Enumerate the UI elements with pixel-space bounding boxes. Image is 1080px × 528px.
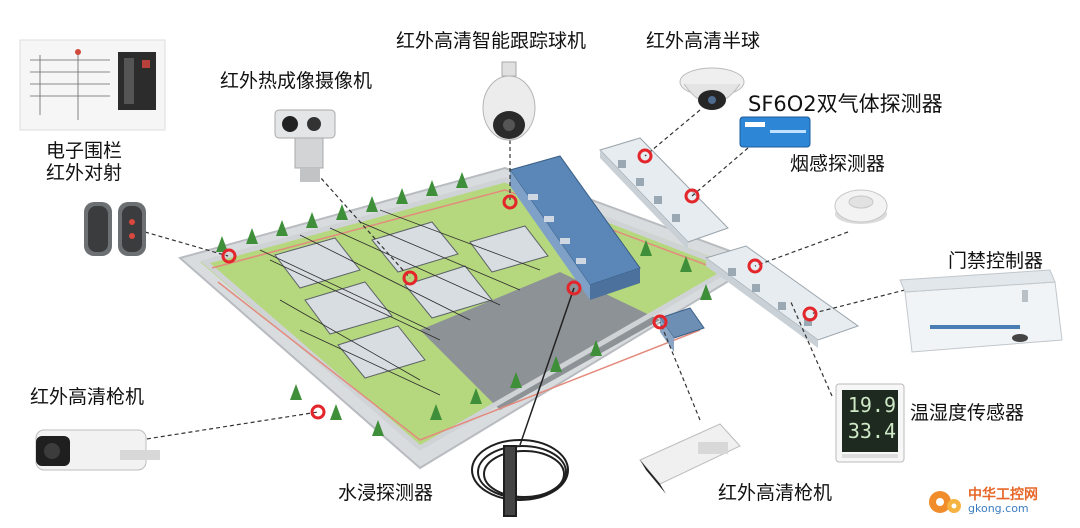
sensor-display: 19.9 33.4 — [846, 392, 896, 444]
label-access-controller: 门禁控制器 — [948, 250, 1044, 272]
marker-water — [566, 280, 582, 296]
smoke-detector-device — [834, 189, 888, 224]
dome-camera-device — [679, 67, 745, 110]
label-bullet-camera-right: 红外高清枪机 — [718, 482, 833, 504]
leader-lines — [139, 109, 906, 441]
road — [420, 272, 660, 410]
marker-fence — [221, 248, 237, 264]
label-dome-camera: 红外高清半球 — [646, 30, 761, 52]
marker-thermal — [402, 270, 418, 286]
control-building — [509, 155, 641, 300]
label-bullet-camera-left: 红外高清枪机 — [30, 386, 145, 408]
thermal-camera-device — [274, 109, 336, 182]
watermark: 中华工控网 gkong.com — [924, 484, 1064, 520]
sensor-temp-value: 19.9 — [847, 393, 896, 417]
gear-logo-icon — [929, 491, 961, 513]
ptz-camera-device — [482, 61, 536, 141]
bullet-camera-left-device — [35, 429, 160, 471]
marker-smoke — [684, 188, 700, 204]
watermark-title: 中华工控网 — [968, 487, 1038, 503]
label-water-detector: 水浸探测器 — [338, 482, 434, 504]
fence-schematic — [19, 39, 166, 131]
temp-humidity-device — [835, 383, 905, 463]
sf6-detector-device — [739, 116, 811, 148]
marker-access — [747, 258, 763, 274]
marker-bullet-right — [652, 314, 668, 330]
label-smoke-detector: 烟感探测器 — [790, 153, 886, 175]
switchyard — [274, 221, 549, 379]
power-lines — [259, 209, 541, 396]
label-fence: 电子围栏 红外对射 — [46, 140, 123, 184]
water-detector-device — [471, 439, 569, 517]
watermark-url: gkong.com — [968, 502, 1029, 515]
marker-dome — [637, 148, 653, 164]
marker-temp — [802, 306, 818, 322]
marker-bullet-left — [310, 404, 326, 420]
indoor-room-1 — [599, 137, 729, 250]
trees — [216, 172, 712, 436]
label-thermal-camera: 红外热成像摄像机 — [220, 70, 373, 92]
marker-ptz — [502, 194, 518, 210]
label-temp-humidity-sensor: 温湿度传感器 — [910, 402, 1025, 424]
indoor-room-2 — [704, 245, 860, 348]
label-sf6-detector: SF6O2双气体探测器 — [748, 92, 943, 116]
access-controller-device — [899, 269, 1063, 353]
label-ptz-camera: 红外高清智能跟踪球机 — [396, 30, 587, 52]
fence-red-line — [211, 189, 721, 271]
ir-beam-detector — [84, 202, 146, 256]
markers — [221, 148, 818, 420]
bullet-camera-right-device — [639, 423, 741, 494]
water-cable — [519, 287, 575, 446]
sensor-humidity-value: 33.4 — [847, 419, 896, 443]
